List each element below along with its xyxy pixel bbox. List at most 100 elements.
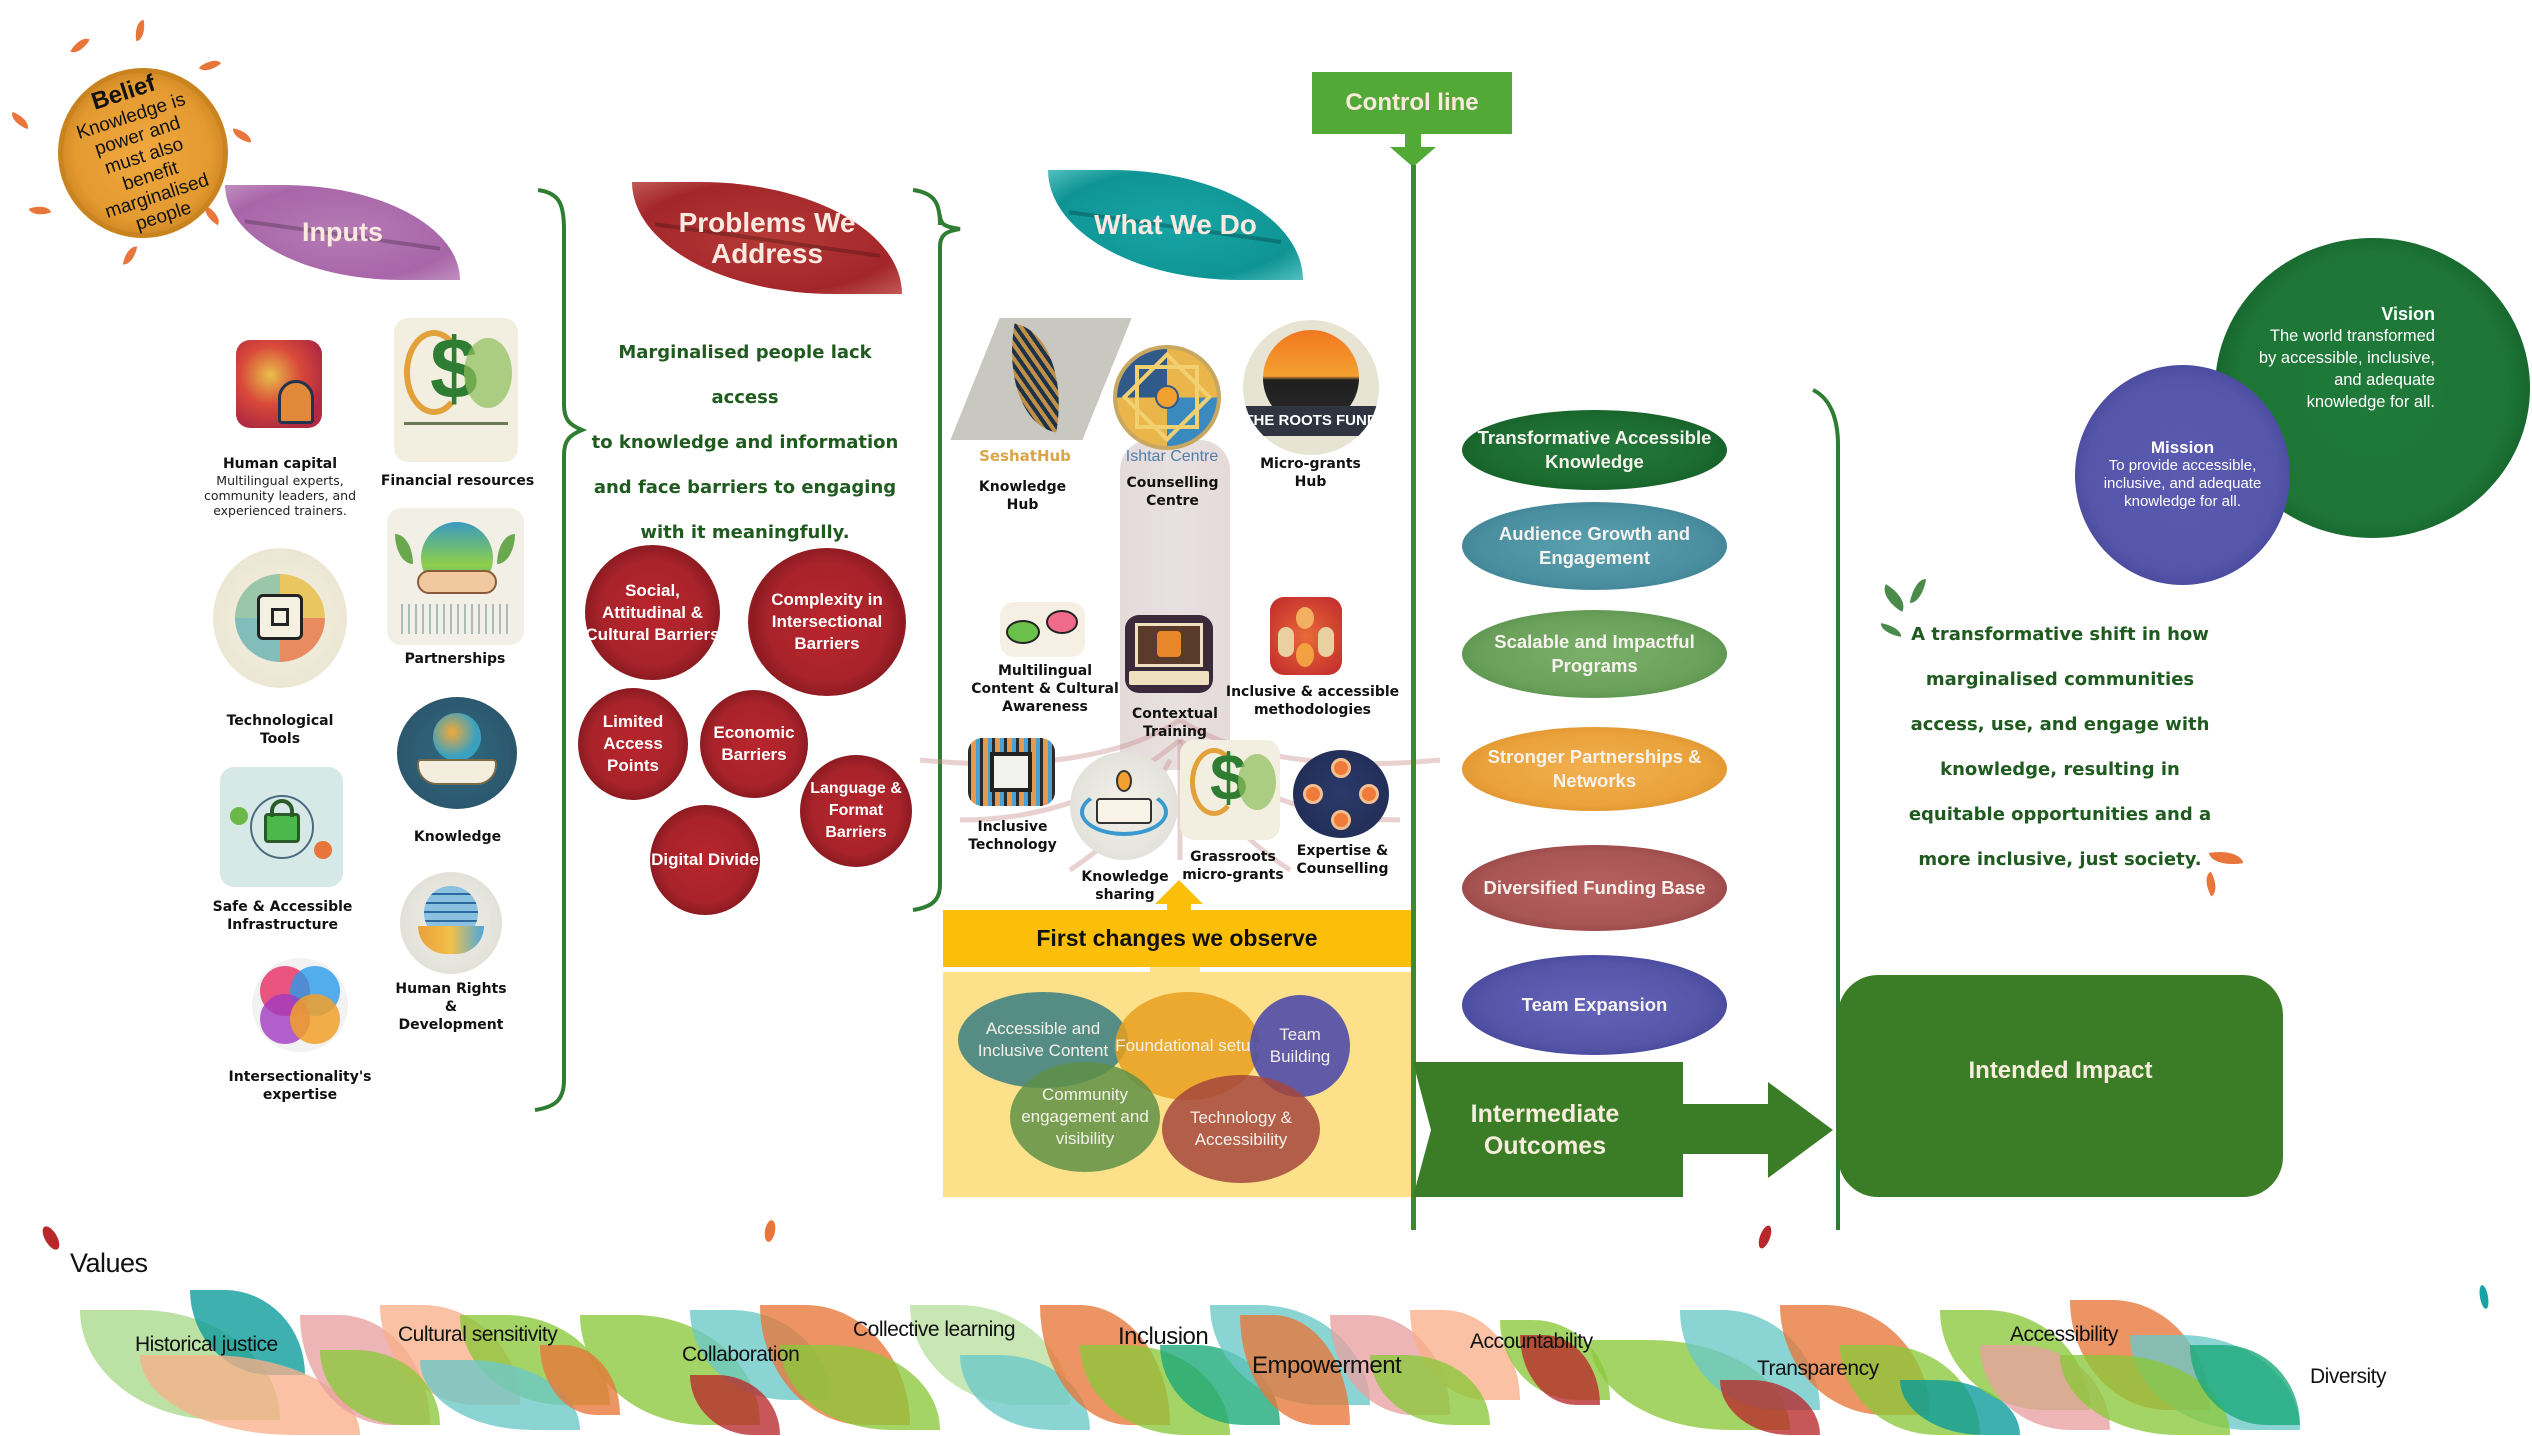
input-label-technological-tools: Technological Tools bbox=[226, 713, 334, 747]
inputs-header-leaf: Inputs bbox=[225, 185, 460, 280]
value-empowerment: Empowerment bbox=[1252, 1352, 1402, 1379]
input-label-knowledge: Knowledge bbox=[413, 829, 502, 845]
input-label-safe-infrastructure: Safe & Accessible Infrastructure bbox=[212, 899, 353, 933]
ishtar-centre-brand: Ishtar Centre bbox=[1125, 448, 1219, 465]
contextual-training-icon bbox=[1125, 615, 1213, 693]
leaf-decoration-icon bbox=[8, 111, 32, 130]
outcome-scalable-programs: Scalable and Impactful Programs bbox=[1462, 610, 1727, 698]
mission-text: To provide accessible, inclusive, and ad… bbox=[2103, 457, 2262, 510]
problems-bracket bbox=[912, 188, 961, 912]
value-cultural-sensitivity: Cultural sensitivity bbox=[398, 1323, 558, 1346]
leaf-decoration-icon bbox=[198, 54, 222, 77]
leaf-decoration-icon bbox=[132, 19, 148, 42]
what-we-do-header-leaf: What We Do bbox=[1048, 170, 1303, 280]
knowledge-sharing-icon bbox=[1070, 752, 1178, 860]
partnerships-icon bbox=[387, 508, 524, 645]
knowledge-icon bbox=[397, 697, 517, 809]
value-historical-justice: Historical justice bbox=[135, 1333, 278, 1356]
outcome-stronger-partnerships: Stronger Partnerships & Networks bbox=[1462, 727, 1727, 811]
control-line-arrow-icon bbox=[1390, 147, 1436, 167]
barrier-intersectional-complexity: Complexity in Intersectional Barriers bbox=[748, 548, 906, 696]
tree-trunk-decoration bbox=[1120, 440, 1230, 770]
leaf-decoration-icon bbox=[70, 34, 90, 57]
technological-tools-icon bbox=[213, 548, 347, 688]
intermediate-outcomes-title: Intermediate Outcomes bbox=[1470, 1100, 1620, 1160]
first-changes-banner: First changes we observe bbox=[943, 910, 1411, 967]
value-collaboration: Collaboration bbox=[682, 1343, 800, 1366]
value-diversity: Diversity bbox=[2310, 1365, 2387, 1388]
mission-title: Mission bbox=[2150, 438, 2215, 457]
value-accessibility: Accessibility bbox=[2010, 1323, 2118, 1346]
hub-label-micro-grants-hub: Micro-grants Hub bbox=[1260, 456, 1361, 490]
outcome-audience-growth: Audience Growth and Engagement bbox=[1462, 502, 1727, 590]
value-accountability: Accountability bbox=[1470, 1330, 1593, 1353]
problems-statement: Marginalised people lack access to knowl… bbox=[591, 342, 899, 543]
safe-infrastructure-icon bbox=[220, 767, 343, 887]
leaf-decoration-icon bbox=[763, 1219, 777, 1243]
belief-circle: Belief Knowledge is power and must also … bbox=[35, 45, 251, 261]
value-transparency: Transparency bbox=[1757, 1357, 1879, 1380]
activity-label-grassroots-micro-grants: Grassroots micro-grants bbox=[1182, 849, 1284, 883]
outcome-team-expansion: Team Expansion bbox=[1462, 955, 1727, 1055]
intermediate-outcomes-arrow bbox=[1413, 1062, 1833, 1197]
ishtar-centre-logo-icon bbox=[1113, 345, 1221, 450]
seshathub-logo-icon bbox=[950, 318, 1132, 440]
leaf-decoration-icon bbox=[28, 201, 52, 220]
financial-resources-icon: $ bbox=[394, 318, 518, 462]
barrier-economic: Economic Barriers bbox=[700, 690, 808, 798]
value-collective-learning: Collective learning bbox=[853, 1318, 1016, 1341]
intended-impact-title: Intended Impact bbox=[1968, 1057, 2153, 1084]
activity-label-knowledge-sharing: Knowledge sharing bbox=[1081, 869, 1169, 903]
barrier-digital-divide: Digital Divide bbox=[650, 805, 760, 915]
problems-header-leaf: Problems We Address bbox=[632, 182, 902, 294]
first-change-technology-accessibility: Technology & Accessibility bbox=[1162, 1075, 1320, 1183]
human-rights-icon bbox=[400, 872, 502, 974]
outcome-transformative-knowledge: Transformative Accessible Knowledge bbox=[1462, 410, 1727, 490]
value-inclusion: Inclusion bbox=[1118, 1323, 1209, 1350]
leaf-decoration-icon bbox=[231, 128, 253, 143]
vision-text: The world transformed by accessible, inc… bbox=[2258, 327, 2435, 411]
outcome-diversified-funding: Diversified Funding Base bbox=[1462, 845, 1727, 931]
values-leaf-strip bbox=[80, 1285, 2520, 1435]
barrier-limited-access-points: Limited Access Points bbox=[578, 688, 688, 800]
expertise-counselling-icon bbox=[1293, 750, 1389, 838]
hub-label-counselling-centre: Counselling Centre bbox=[1126, 475, 1219, 509]
barrier-social-attitudinal-cultural: Social, Attitudinal & Cultural Barriers bbox=[585, 545, 720, 680]
vision-title: Vision bbox=[2381, 304, 2435, 324]
input-label-intersectionality: Intersectionality's expertise bbox=[228, 1069, 372, 1103]
first-changes-title: First changes we observe bbox=[1036, 925, 1318, 951]
what-we-do-title: What We Do bbox=[1094, 209, 1257, 240]
first-change-community-engagement: Community engagement and visibility bbox=[1010, 1062, 1160, 1172]
barrier-language-format: Language & Format Barriers bbox=[800, 755, 912, 867]
inputs-bracket bbox=[534, 188, 588, 1112]
control-line-label: Control line bbox=[1312, 72, 1512, 134]
input-label-human-capital: Human capital Multilingual experts, comm… bbox=[203, 456, 357, 518]
leaf-decoration-icon bbox=[39, 1223, 63, 1253]
intended-impact-box: Intended Impact bbox=[1838, 975, 2283, 1197]
seshathub-brand: SeshatHub bbox=[979, 447, 1071, 465]
input-label-human-rights: Human Rights & Development bbox=[395, 981, 507, 1033]
mission-circle: Mission To provide accessible, inclusive… bbox=[2075, 365, 2290, 585]
activity-label-inclusive-technology: Inclusive Technology bbox=[968, 819, 1057, 853]
inputs-title: Inputs bbox=[302, 217, 383, 247]
intersectionality-icon bbox=[252, 958, 348, 1052]
input-label-financial-resources: Financial resources bbox=[380, 473, 535, 489]
values-title: Values bbox=[70, 1248, 148, 1278]
leaf-decoration-icon bbox=[1877, 584, 1911, 612]
leaf-decoration-icon bbox=[1909, 577, 1927, 605]
activity-label-contextual-training: Contextual Training bbox=[1132, 706, 1218, 740]
activity-label-expertise-counselling: Expertise & Counselling bbox=[1296, 843, 1389, 877]
activity-label-inclusive-methodologies: Inclusive & accessible methodologies bbox=[1225, 684, 1400, 718]
inclusive-methodologies-icon bbox=[1270, 597, 1342, 675]
activity-label-multilingual: Multilingual Content & Cultural Awarenes… bbox=[971, 663, 1119, 715]
multilingual-content-icon bbox=[1000, 602, 1085, 657]
problems-title: Problems We Address bbox=[678, 207, 856, 269]
hub-label-knowledge-hub: Knowledge Hub bbox=[978, 479, 1067, 513]
inclusive-technology-icon bbox=[968, 738, 1055, 806]
leaf-decoration-icon bbox=[122, 244, 138, 267]
impact-statement: A transformative shift in how marginalis… bbox=[1908, 624, 2212, 870]
belief-text: Knowledge is power and must also benefit… bbox=[74, 88, 212, 236]
leaf-decoration-icon bbox=[1756, 1224, 1774, 1250]
up-arrow-icon bbox=[1155, 880, 1203, 904]
input-label-partnerships: Partnerships bbox=[404, 651, 506, 667]
